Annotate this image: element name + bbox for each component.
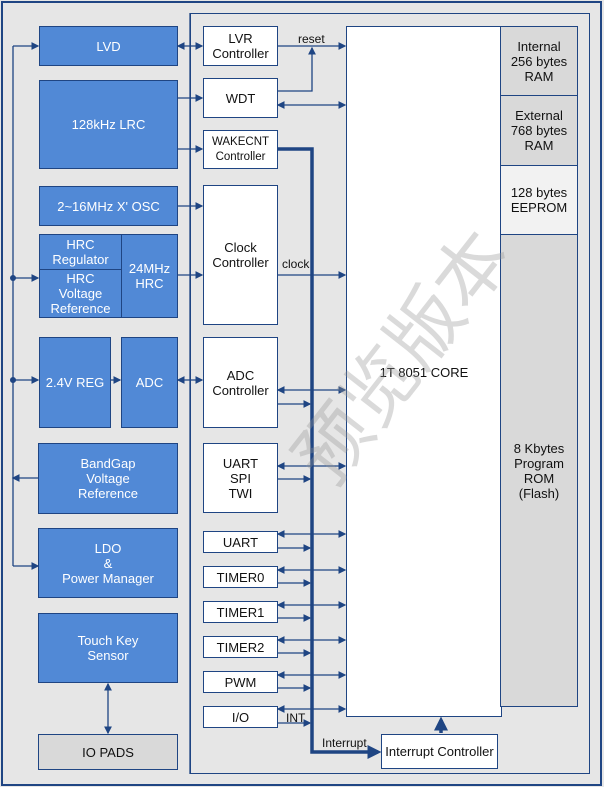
interrupt-controller: Interrupt Controller — [381, 734, 498, 769]
bandgap-block: BandGap Voltage Reference — [38, 443, 178, 514]
clock-controller: Clock Controller — [203, 185, 278, 325]
hrc-regulator-block: HRC Regulator — [39, 234, 122, 270]
io-pads-block: IO PADS — [38, 734, 178, 770]
wakecnt-label: WAKECNT Controller — [211, 135, 270, 163]
pwm-block: PWM — [203, 671, 278, 693]
lvd-block: LVD — [39, 26, 178, 66]
lrc-block: 128kHz LRC — [39, 80, 178, 169]
reg-2v4-block: 2.4V REG — [39, 337, 111, 428]
eeprom-block: 128 bytes EEPROM — [500, 165, 578, 235]
external-ram-block: External 768 bytes RAM — [500, 95, 578, 166]
uart-block: UART — [203, 531, 278, 553]
program-rom-block: 8 Kbytes Program ROM (Flash) — [500, 234, 578, 707]
core-8051: 1T 8051 CORE — [346, 26, 502, 717]
timer0-block: TIMER0 — [203, 566, 278, 588]
clock-label: clock — [282, 257, 310, 271]
core-label: 1T 8051 CORE — [379, 365, 469, 380]
interrupt-label: Interrupt — [322, 736, 367, 750]
wakecnt-controller: WAKECNT Controller — [203, 130, 278, 169]
interrupt-bus-line — [278, 147, 382, 759]
junction-dot — [10, 377, 16, 383]
touch-key-sensor-block: Touch Key Sensor — [38, 613, 178, 683]
timer2-block: TIMER2 — [203, 636, 278, 658]
lvr-controller: LVR Controller — [203, 26, 278, 66]
ldo-power-manager-block: LDO & Power Manager — [38, 528, 178, 598]
reset-label: reset — [298, 32, 325, 46]
junction-dot — [10, 275, 16, 281]
osc-block: 2~16MHz X' OSC — [39, 186, 178, 226]
io-block: I/O — [203, 706, 278, 728]
int-label: INT — [286, 711, 306, 725]
internal-ram-block: Internal 256 bytes RAM — [500, 26, 578, 96]
adc-controller: ADC Controller — [203, 337, 278, 428]
wdt: WDT — [203, 78, 278, 118]
hrc-24mhz-block: 24MHz HRC — [121, 234, 178, 318]
timer1-block: TIMER1 — [203, 601, 278, 623]
hrc-voltage-reference-block: HRC Voltage Reference — [39, 269, 122, 318]
uart-spi-twi-block: UART SPI TWI — [203, 443, 278, 513]
